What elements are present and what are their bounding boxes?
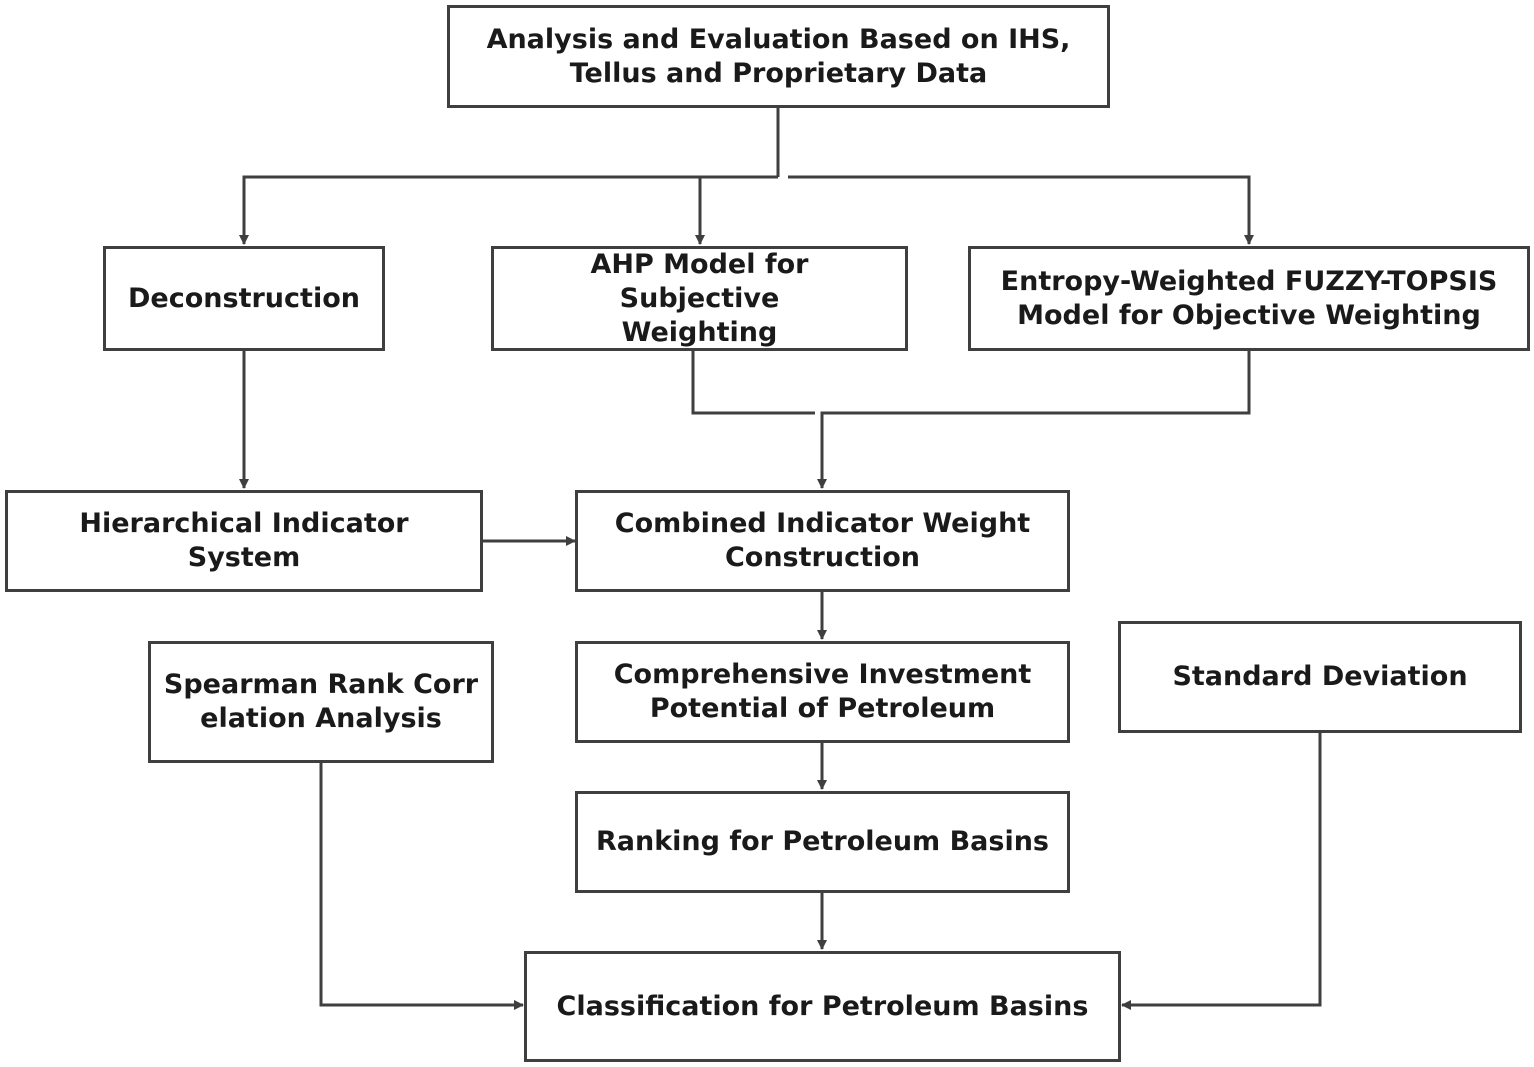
connector-stddev-to-classification [1121,733,1322,1010]
ranking-label: Ranking for Petroleum Basins [595,826,1049,857]
entropy-topsis-label: Entropy-Weighted FUZZY-TOPSIS Model for … [1000,265,1498,331]
ahp-model-label: AHP Model for Subjective Weighting [590,248,809,348]
comprehensive-potential-label: Comprehensive Investment Potential of Pe… [613,659,1032,724]
classification-label: Classification for Petroleum Basins [556,990,1089,1022]
connector-ahp-merge [691,351,815,415]
source-data-box: Analysis and Evaluation Based on IHS, Te… [447,5,1110,108]
standard-deviation-label: Standard Deviation [1172,661,1468,692]
ranking-box: Ranking for Petroleum Basins [575,791,1070,893]
source-data-label: Analysis and Evaluation Based on IHS, Te… [486,23,1071,89]
connector-source-to-deconstruction [239,175,778,245]
standard-deviation-box: Standard Deviation [1118,621,1522,733]
deconstruction-box: Deconstruction [103,246,385,351]
connector-source-to-entropy [788,175,1254,245]
combined-weight-box: Combined Indicator Weight Construction [575,490,1070,592]
hierarchical-indicator-label: Hierarchical Indicator System [79,508,409,573]
spearman-correlation-label: Spearman Rank Corr elation Analysis [163,669,479,734]
ahp-model-box: AHP Model for Subjective Weighting [491,246,908,351]
deconstruction-label: Deconstruction [128,282,360,314]
combined-weight-label: Combined Indicator Weight Construction [614,508,1031,573]
hierarchical-indicator-box: Hierarchical Indicator System [5,490,483,592]
comprehensive-potential-box: Comprehensive Investment Potential of Pe… [575,641,1070,743]
connector-entropy-to-combined [817,351,1251,489]
classification-box: Classification for Petroleum Basins [524,951,1121,1062]
connector-spearman-to-classification [319,763,524,1010]
entropy-topsis-box: Entropy-Weighted FUZZY-TOPSIS Model for … [968,246,1530,351]
spearman-correlation-box: Spearman Rank Corr elation Analysis [148,641,494,763]
